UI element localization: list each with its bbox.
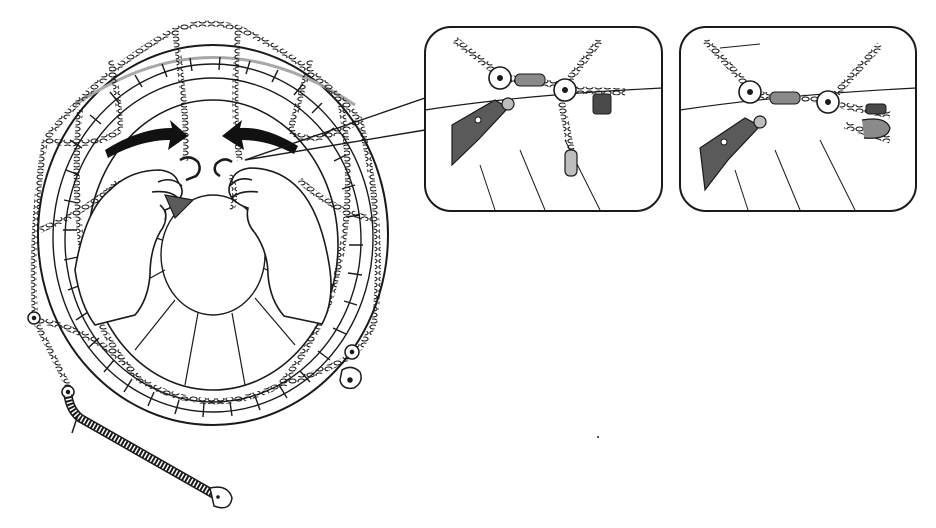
callout-leader — [244, 97, 426, 161]
chain-hook-main — [164, 156, 238, 220]
curved-arrow-left-icon — [222, 120, 298, 154]
tensioning-cord — [63, 394, 233, 509]
tire-top-highlight — [74, 56, 356, 107]
detail-view-closed-hook — [679, 26, 917, 212]
chain-rings — [27, 311, 362, 399]
detail-view-open-hook — [424, 26, 663, 212]
right-hand-icon — [228, 167, 332, 325]
stray-dot — [597, 436, 599, 438]
curved-arrow-right-icon — [105, 120, 188, 158]
